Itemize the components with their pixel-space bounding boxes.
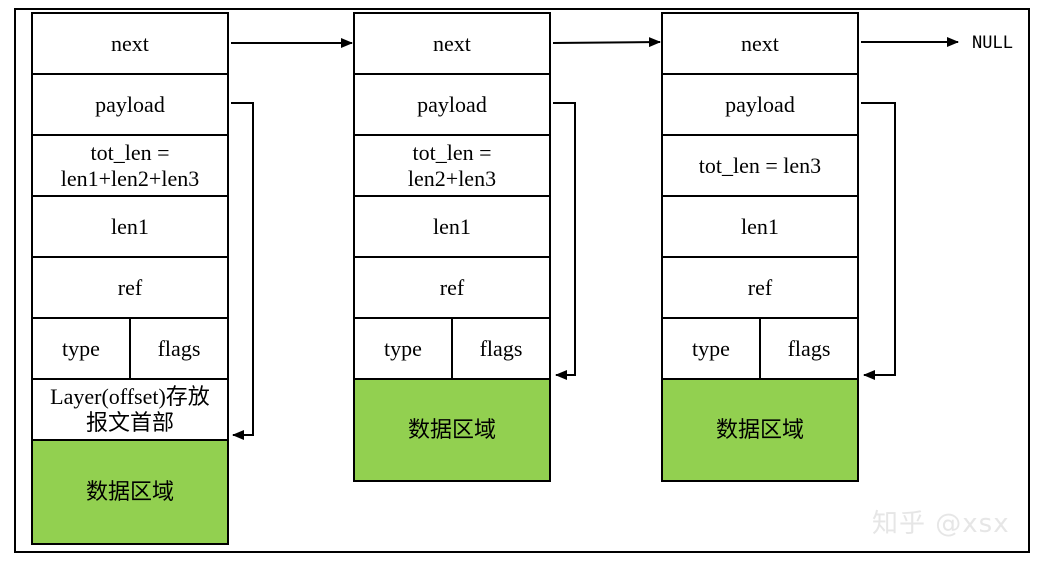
field-label: len1 <box>111 213 149 239</box>
null-label: NULL <box>972 33 1013 53</box>
watermark: 知乎 @xsx <box>872 509 1010 539</box>
field-label: len1 <box>741 213 779 239</box>
field-label: tot_len = <box>90 139 170 165</box>
field-label: payload <box>95 91 165 117</box>
field-label: Layer(offset)存放 <box>50 383 210 409</box>
payload-arrow-1 <box>231 102 254 440</box>
payload-arrow-2 <box>553 102 576 380</box>
pbuf-2-payload-field: payload <box>355 75 549 136</box>
field-label: 数据区域 <box>85 479 174 504</box>
field-label: tot_len = <box>412 139 492 165</box>
field-label: payload <box>725 91 795 117</box>
field-label: len1 <box>433 213 471 239</box>
payload-arrow-3 <box>861 102 896 380</box>
field-label: flags <box>479 335 523 361</box>
pbuf-1-layer-header-field: Layer(offset)存放 报文首部 <box>33 380 227 441</box>
field-label: len2+len3 <box>407 165 497 191</box>
pbuf-1-type-flags-row: type flags <box>33 319 227 380</box>
pbuf-2: next payload tot_len = len2+len3 len1 re… <box>353 12 551 482</box>
pbuf-2-next-field: next <box>355 14 549 75</box>
pbuf-2-type-field: type <box>355 319 453 378</box>
field-label: flags <box>157 335 201 361</box>
pbuf-1-payload-field: payload <box>33 75 227 136</box>
pbuf-2-type-flags-row: type flags <box>355 319 549 380</box>
field-label: type <box>692 335 730 361</box>
field-label: ref <box>117 274 143 300</box>
pbuf-3-tot-len-field: tot_len = len3 <box>663 136 857 197</box>
field-label: next <box>741 30 779 56</box>
pbuf-3: next payload tot_len = len3 len1 ref typ… <box>661 12 859 482</box>
pbuf-2-data-area: 数据区域 <box>355 380 549 480</box>
pbuf-3-next-field: next <box>663 14 857 75</box>
field-label: type <box>62 335 100 361</box>
pbuf-3-data-area: 数据区域 <box>663 380 857 480</box>
pbuf-3-type-field: type <box>663 319 761 378</box>
pbuf-1-tot-len-field: tot_len = len1+len2+len3 <box>33 136 227 197</box>
field-label: 数据区域 <box>715 417 804 442</box>
pbuf-3-len-field: len1 <box>663 197 857 258</box>
pbuf-2-flags-field: flags <box>453 319 549 378</box>
field-label: len1+len2+len3 <box>60 165 200 191</box>
field-label: next <box>111 30 149 56</box>
pbuf-1-ref-field: ref <box>33 258 227 319</box>
pbuf-1-flags-field: flags <box>131 319 227 378</box>
field-label: type <box>384 335 422 361</box>
next-arrow-2-to-3 <box>552 37 661 48</box>
pbuf-3-type-flags-row: type flags <box>663 319 857 380</box>
pbuf-3-payload-field: payload <box>663 75 857 136</box>
field-label: flags <box>787 335 831 361</box>
field-label: ref <box>439 274 465 300</box>
pbuf-2-len-field: len1 <box>355 197 549 258</box>
pbuf-3-flags-field: flags <box>761 319 857 378</box>
field-label: next <box>433 30 471 56</box>
pbuf-1-next-field: next <box>33 14 227 75</box>
pbuf-1-len-field: len1 <box>33 197 227 258</box>
field-label: tot_len = len3 <box>698 152 822 178</box>
pbuf-1-data-area: 数据区域 <box>33 441 227 543</box>
pbuf-3-ref-field: ref <box>663 258 857 319</box>
field-label: 数据区域 <box>407 417 496 442</box>
field-label: ref <box>747 274 773 300</box>
field-label: payload <box>417 91 487 117</box>
diagram-frame <box>14 8 1030 553</box>
pbuf-1: next payload tot_len = len1+len2+len3 le… <box>31 12 229 545</box>
pbuf-1-type-field: type <box>33 319 131 378</box>
field-label: 报文首部 <box>85 409 174 435</box>
pbuf-2-ref-field: ref <box>355 258 549 319</box>
pbuf-2-tot-len-field: tot_len = len2+len3 <box>355 136 549 197</box>
